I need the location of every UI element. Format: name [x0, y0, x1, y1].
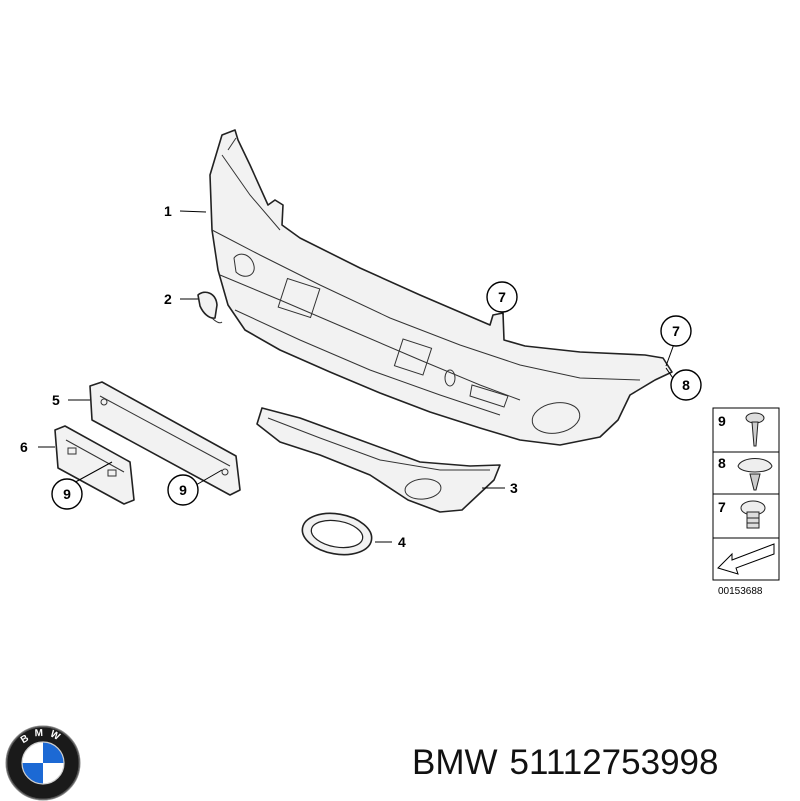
callout-label-4: 4	[398, 534, 406, 550]
lower-trim-strip	[256, 407, 501, 513]
fog-light-ring	[301, 512, 373, 556]
bumper-panel	[209, 129, 673, 446]
callout-circle-label-9b: 9	[179, 482, 187, 498]
screw-icon	[745, 412, 765, 447]
hardware-box: 9 8 7 00153688	[712, 407, 780, 597]
license-plate-bracket	[54, 425, 135, 505]
callout-circle-label-7b: 7	[672, 323, 680, 339]
bolt-icon	[740, 500, 766, 529]
arrow-icon	[717, 543, 775, 575]
bmw-logo: BMW	[5, 725, 81, 801]
callout-circle-7b: 7	[660, 315, 692, 347]
license-plate-base	[89, 381, 241, 496]
hardware-label-8: 8	[718, 455, 726, 471]
clip-icon	[737, 458, 773, 491]
hardware-label-7: 7	[718, 499, 726, 515]
callout-circle-label-9a: 9	[63, 486, 71, 502]
callout-label-1: 1	[164, 203, 172, 219]
callout-circle-8: 8	[670, 369, 702, 401]
callout-circle-label-8: 8	[682, 377, 690, 393]
callout-label-5: 5	[52, 392, 60, 408]
diagram-reference: 00153688	[718, 586, 763, 597]
callout-circle-7a: 7	[486, 281, 518, 313]
brand-name: BMW	[412, 743, 498, 782]
callout-circle-label-7a: 7	[498, 289, 506, 305]
callout-circle-9b: 9	[167, 474, 199, 506]
callout-circle-9a: 9	[51, 478, 83, 510]
callout-label-2: 2	[164, 291, 172, 307]
part-caption: BMW 51112753998	[412, 738, 792, 788]
callout-label-3: 3	[510, 480, 518, 496]
callout-label-6: 6	[20, 439, 28, 455]
plug-cover	[197, 291, 223, 324]
part-number: 51112753998	[509, 743, 719, 782]
hardware-label-9: 9	[718, 413, 726, 429]
